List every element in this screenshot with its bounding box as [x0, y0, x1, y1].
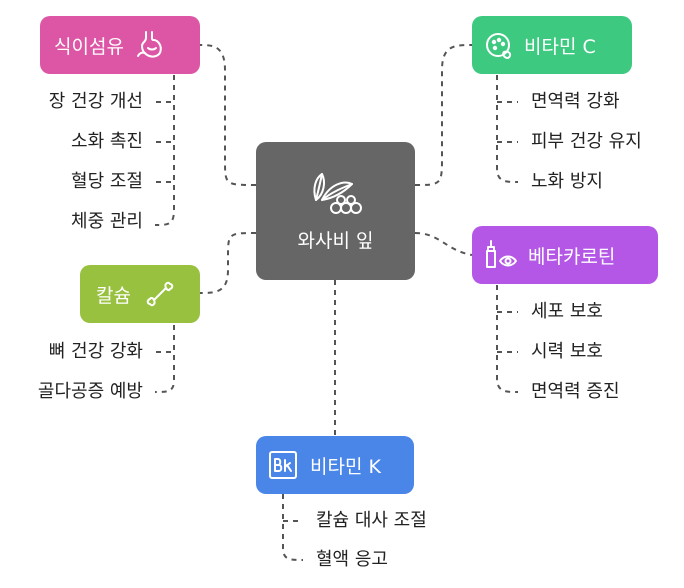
beta-carotene-item-1: 세포 보호: [531, 301, 603, 322]
calcium-node[interactable]: 칼슘: [80, 265, 200, 323]
eye-drops-icon: [484, 239, 518, 271]
center-label: 와사비 잎: [297, 229, 374, 252]
vitamin-c-item-1: 면역력 강화: [531, 91, 620, 112]
center-node[interactable]: 와사비 잎: [256, 142, 415, 280]
calcium-label: 칼슘: [96, 284, 131, 307]
vitamin-k-item-2: 혈액 응고: [316, 549, 388, 570]
fiber-item-1: 장 건강 개선: [48, 91, 143, 112]
vitamin-k-node[interactable]: 비타민 K: [256, 436, 414, 494]
fiber-item-4: 체중 관리: [71, 211, 143, 232]
beta-carotene-item-2: 시력 보호: [531, 341, 603, 362]
vitamin-c-label: 비타민 C: [524, 35, 596, 58]
vitamin-c-item-3: 노화 방지: [531, 171, 603, 192]
beta-carotene-node[interactable]: 베타카로틴: [472, 226, 658, 284]
vitamin-c-item-2: 피부 건강 유지: [531, 131, 642, 152]
fruit-icon: [484, 30, 514, 60]
fiber-node[interactable]: 식이섬유: [40, 16, 200, 74]
fiber-item-3: 혈당 조절: [71, 171, 143, 192]
fiber-label: 식이섬유: [54, 35, 124, 58]
vitamin-c-node[interactable]: 비타민 C: [472, 16, 632, 74]
fiber-item-2: 소화 촉진: [71, 131, 143, 152]
calcium-item-2: 골다공증 예방: [37, 381, 143, 402]
bk-element-icon: [268, 450, 298, 480]
vitamin-k-label: 비타민 K: [310, 455, 381, 478]
calcium-item-1: 뼈 건강 강화: [48, 341, 143, 362]
stomach-icon: [136, 30, 164, 60]
bone-icon: [145, 279, 175, 309]
beta-carotene-item-3: 면역력 증진: [531, 381, 620, 402]
wasabi-leaf-icon: [308, 170, 364, 220]
beta-carotene-label: 베타카로틴: [528, 245, 616, 268]
vitamin-k-item-1: 칼슘 대사 조절: [316, 510, 427, 531]
